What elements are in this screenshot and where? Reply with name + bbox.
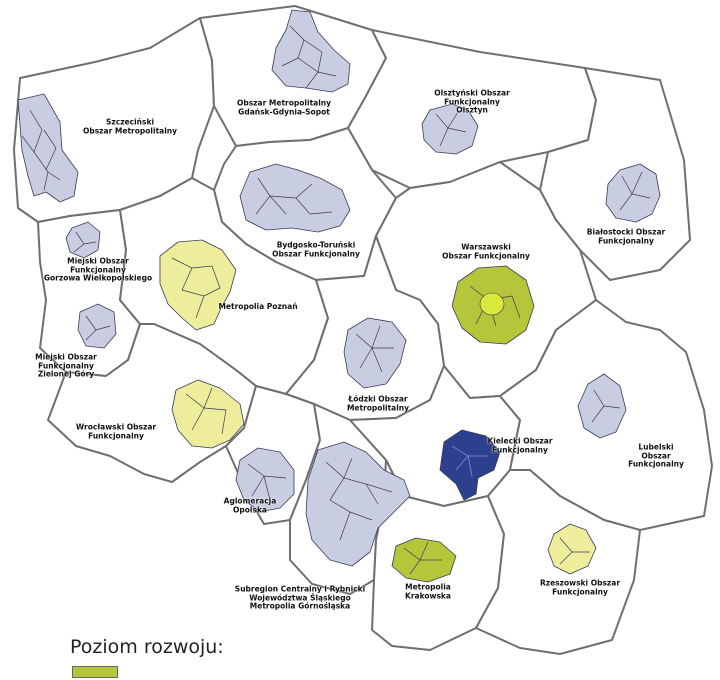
cluster-rzeszow (547, 523, 597, 575)
area-shape (343, 317, 407, 389)
area-shape (271, 9, 351, 93)
cluster-warszawa (451, 265, 535, 345)
cluster-trojmiasto (271, 9, 351, 93)
cluster-lublin (577, 373, 627, 439)
cluster-gorzow (65, 221, 101, 259)
label-poznan: Metropolia Poznań (218, 301, 298, 311)
label-szczecin: Szczeciński Obszar Metropolitalny (82, 117, 178, 135)
label-krakow: Metropolia Krakowska (405, 582, 451, 600)
area-shape (421, 103, 479, 155)
area-subdivisions (73, 231, 97, 253)
label-lodz: Łódzki Obszar Metropolitalny (346, 394, 410, 412)
area-shape (159, 239, 237, 331)
area-subdivisions (559, 537, 590, 565)
area-shape (17, 93, 79, 203)
area-subdivisions (591, 389, 621, 423)
label-trojmiasto: Obszar Metropolitalny Gdańsk-Gdynia-Sopo… (236, 98, 332, 116)
cluster-opole (235, 447, 295, 513)
area-shape (77, 303, 117, 349)
label-opole: Aglomeracja Opolska (223, 496, 277, 514)
label-bydgoszcz-torun: Bydgosko-Toruński Obszar Funkcjonalny (272, 240, 360, 258)
label-gornoslaska: Subregion Centralny i Rybnicki Województ… (234, 584, 366, 611)
area-subdivisions (325, 457, 393, 541)
label-kielce: Kielecki Obszar Funkcjonalny (487, 436, 553, 454)
cluster-szczecin (17, 93, 79, 203)
cluster-bialystok (605, 163, 661, 223)
area-subdivisions (255, 177, 333, 215)
area-shape (305, 441, 411, 567)
cluster-gornoslaska (305, 441, 411, 567)
area-shape (605, 163, 661, 223)
cluster-olsztyn (421, 103, 479, 155)
warszawa-core (479, 292, 505, 316)
area-subdivisions (403, 541, 442, 575)
cluster-bydgoszcz-torun (239, 163, 351, 233)
label-bialystok: Białostocki Obszar Funkcjonalny (586, 227, 666, 245)
label-gorzow: Miejski Obszar Funkcjonalny Gorzowa Wiel… (43, 256, 153, 283)
label-rzeszow: Rzeszowski Obszar Funkcjonalny (539, 578, 621, 596)
cluster-zielona-gora (77, 303, 117, 349)
label-wroclaw: Wrocławski Obszar Funkcjonalny (75, 422, 157, 440)
area-shape (65, 221, 101, 259)
area-shape (577, 373, 627, 439)
cluster-lodz (343, 317, 407, 389)
area-subdivisions (281, 25, 337, 89)
area-subdivisions (171, 257, 221, 319)
cluster-kielce (439, 429, 501, 501)
voivodeship-borders (13, 5, 713, 655)
cluster-poznan (159, 239, 237, 331)
area-subdivisions (451, 445, 488, 477)
functional-areas (17, 9, 661, 583)
label-olsztyn: Olsztyński Obszar Funkcjonalny Olsztyn (434, 88, 510, 115)
area-subdivisions (85, 315, 111, 341)
area-shape (547, 523, 597, 575)
label-zielona-gora: Miejski Obszar Funkcjonalny Zielonej Gór… (35, 352, 97, 379)
area-subdivisions (435, 111, 467, 147)
area-subdivisions (185, 387, 227, 435)
area-subdivisions (247, 463, 287, 501)
cluster-krakow (391, 537, 457, 583)
legend-swatch-highest (72, 666, 118, 678)
cluster-wroclaw (171, 379, 245, 449)
label-lublin: Lubelski Obszar Funkcjonalny (628, 442, 684, 469)
legend-title: Poziom rozwoju: (70, 636, 224, 658)
label-warszawa: Warszawski Obszar Funkcjonalny (442, 242, 530, 260)
area-subdivisions (355, 325, 394, 373)
area-subdivisions (21, 109, 61, 191)
area-subdivisions (619, 171, 651, 211)
